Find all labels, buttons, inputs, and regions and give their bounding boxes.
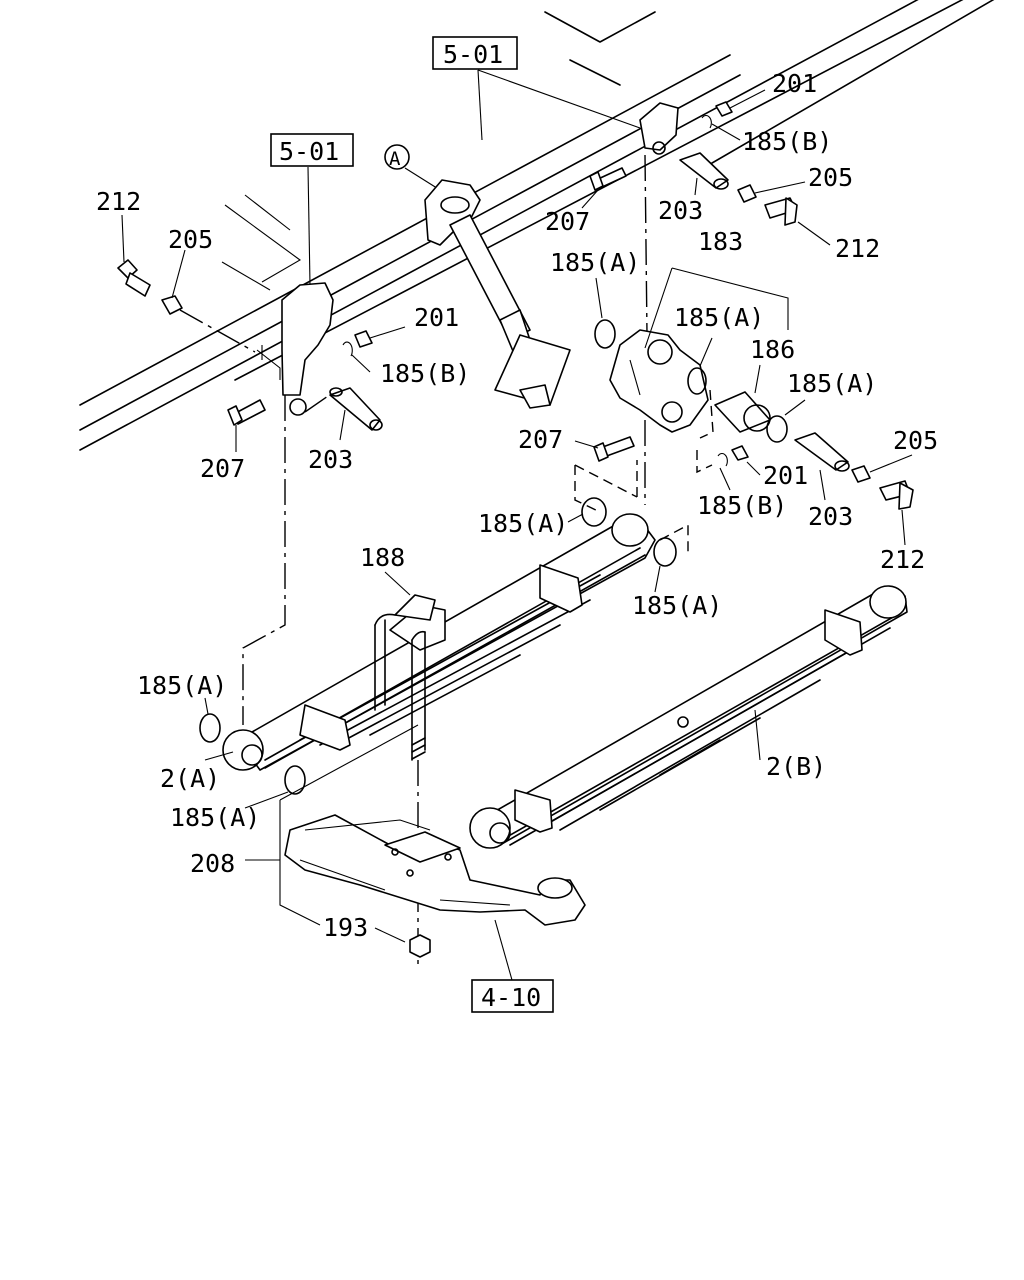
shock-absorber: [424, 179, 571, 409]
leaf-spring-2a: [222, 513, 656, 970]
callout-2b: 2(B): [766, 752, 826, 781]
view-marker-a: A: [384, 144, 441, 191]
callout-207-left: 207: [200, 454, 245, 483]
reference-box-5-01-top: 5-01: [432, 36, 641, 141]
svg-text:A: A: [389, 148, 401, 170]
callout-212-right: 212: [835, 234, 880, 263]
callout-185b-shackle: 185(B): [697, 491, 787, 520]
callout-212-shackle: 212: [880, 545, 925, 574]
reference-box-5-01-left: 5-01: [270, 133, 354, 286]
svg-text:4-10: 4-10: [481, 983, 541, 1012]
callout-207-shackle: 207: [518, 425, 563, 454]
callout-193: 193: [323, 913, 368, 942]
callout-185a-front-lower: 185(A): [170, 803, 260, 832]
callout-185a-spring-eye-right: 185(A): [632, 591, 722, 620]
callout-203-left: 203: [308, 445, 353, 474]
leader-lines: [121, 89, 913, 943]
callout-185b-right: 185(B): [742, 127, 832, 156]
callout-203-shackle: 203: [808, 502, 853, 531]
reference-box-4-10: 4-10: [471, 919, 554, 1013]
callout-201-right: 201: [772, 69, 817, 98]
shackle-pin-left-assembly: [117, 259, 383, 431]
axle-beam-208: [279, 724, 586, 958]
callout-labels: 212 205 201 185(B) 207 203 201 185(B) 20…: [96, 69, 938, 942]
svg-text:5-01: 5-01: [279, 137, 339, 166]
front-hanger-bracket-left: [256, 282, 334, 416]
alignment-lines: [242, 395, 286, 725]
callout-185b-left: 185(B): [380, 359, 470, 388]
callout-205-shackle: 205: [893, 426, 938, 455]
callout-205-left: 205: [168, 225, 213, 254]
callout-205-right: 205: [808, 163, 853, 192]
callout-183: 183: [698, 227, 743, 256]
callout-208: 208: [190, 849, 235, 878]
callout-203-right: 203: [658, 196, 703, 225]
callout-212-left: 212: [96, 187, 141, 216]
callout-185a-shackle-mid: 185(A): [674, 303, 764, 332]
callout-185a-spring-eye-left: 185(A): [478, 509, 568, 538]
svg-text:5-01: 5-01: [443, 40, 503, 69]
callout-201-shackle: 201: [763, 461, 808, 490]
spring-eye-washers: [199, 497, 677, 795]
callout-186: 186: [750, 335, 795, 364]
shackle-assembly: [574, 319, 914, 555]
callout-185a-front: 185(A): [137, 671, 227, 700]
callout-2a: 2(A): [160, 764, 220, 793]
frame-rail: [79, 0, 995, 451]
front-hanger-bracket-right: [589, 101, 798, 336]
callout-201-left: 201: [414, 303, 459, 332]
callout-185a-shackle-right: 185(A): [787, 369, 877, 398]
callout-207-right: 207: [545, 207, 590, 236]
callout-185a-shackle-left: 185(A): [550, 248, 640, 277]
callout-188: 188: [360, 543, 405, 572]
leaf-spring-2b: [469, 585, 908, 849]
